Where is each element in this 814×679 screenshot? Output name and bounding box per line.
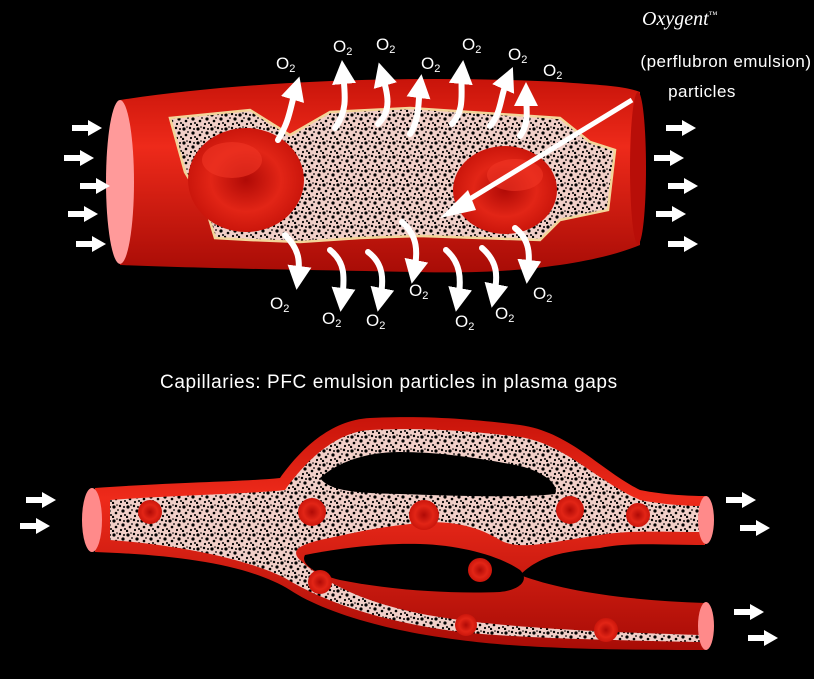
- capillary-network: [82, 417, 714, 650]
- o2-label: O2: [333, 38, 352, 61]
- o2-label: O2: [409, 282, 428, 305]
- o2-label: O2: [508, 46, 527, 69]
- flow-arrow: [64, 150, 94, 166]
- o2-label: O2: [366, 312, 385, 335]
- product-description-line1: (perflubron emulsion): [611, 52, 814, 72]
- capillaries-caption: Capillaries: PFC emulsion particles in p…: [160, 372, 618, 394]
- large-vessel: [106, 79, 646, 272]
- flow-arrow: [68, 206, 98, 222]
- flow-arrow: [668, 236, 698, 252]
- capillary-red-blood-cell: [468, 558, 492, 582]
- flow-arrow: [668, 178, 698, 194]
- o2-label: O2: [543, 62, 562, 85]
- flow-arrow: [80, 178, 110, 194]
- flow-arrow: [734, 604, 764, 620]
- flow-arrow: [726, 492, 756, 508]
- o2-label: O2: [276, 55, 295, 78]
- red-blood-cell: [453, 146, 557, 234]
- flow-arrow: [654, 150, 684, 166]
- capillary-left-opening: [82, 488, 102, 552]
- flow-arrow: [656, 206, 686, 222]
- flow-arrow: [26, 492, 56, 508]
- flow-arrow: [20, 518, 50, 534]
- flow-arrow: [740, 520, 770, 536]
- o2-label: O2: [495, 305, 514, 328]
- capillary-red-blood-cell: [308, 570, 332, 594]
- product-description-line2: particles: [632, 82, 772, 102]
- flow-arrow: [748, 630, 778, 646]
- o2-label: O2: [533, 285, 552, 308]
- capillary-red-blood-cell: [298, 498, 326, 526]
- capillary-red-blood-cell: [556, 496, 584, 524]
- o2-label: O2: [421, 55, 440, 78]
- product-name-label: Oxygent™: [642, 8, 717, 31]
- capillary-red-blood-cell: [138, 500, 162, 524]
- flow-arrow: [666, 120, 696, 136]
- capillary-red-blood-cell: [594, 618, 618, 642]
- o2-label: O2: [462, 36, 481, 59]
- o2-label: O2: [270, 295, 289, 318]
- capillary-red-blood-cell: [626, 503, 650, 527]
- o2-label: O2: [322, 310, 341, 333]
- capillary-red-blood-cell: [409, 500, 439, 530]
- flow-arrow: [76, 236, 106, 252]
- flow-arrow: [72, 120, 102, 136]
- capillary-red-blood-cell: [455, 614, 477, 636]
- o2-label: O2: [376, 36, 395, 59]
- vessel-left-opening: [106, 100, 134, 264]
- o2-label: O2: [455, 313, 474, 336]
- red-blood-cell: [188, 128, 304, 232]
